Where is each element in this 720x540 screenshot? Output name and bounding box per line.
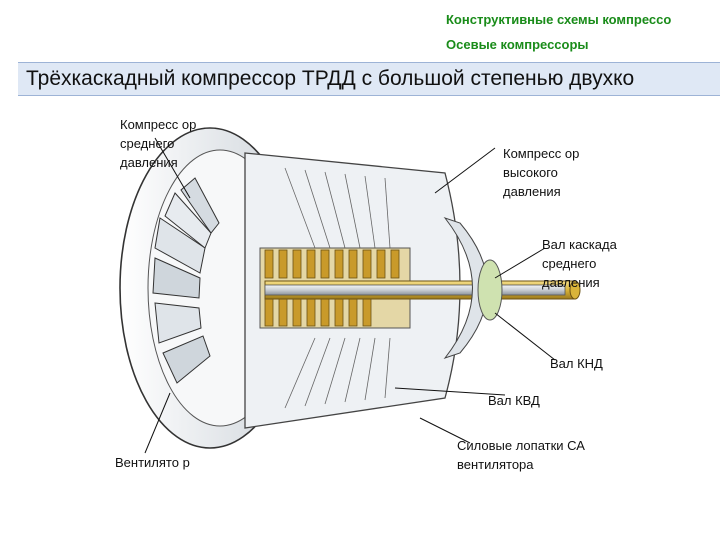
title-bar: Трёхкаскадный компрессор ТРДД с большой … [18,62,720,96]
engine-illustration [119,127,581,454]
rear-cone [443,216,488,360]
leader-lines [144,137,556,454]
label-fan: Вентилято р [115,455,190,470]
header-line-2: Осевые компрессоры [446,37,589,52]
shaft-end [569,280,581,300]
label-shaft-lp: Вал КНД [550,356,603,371]
shaft-lp [264,284,566,296]
label-shaft-mid: Вал каскада среднего давления [542,237,617,290]
rear-hub [477,259,503,321]
stator-vanes [284,167,391,409]
label-shaft-hp: Вал КВД [488,393,540,408]
fan-blades [152,177,220,384]
label-compressor-high: Компресс ор высокого давления [503,146,580,199]
label-compressor-mid: Компресс ор среднего давления [120,117,197,170]
label-power-blades: Силовые лопатки СА вентилятора [457,438,585,472]
slide-title: Трёхкаскадный компрессор ТРДД с большой … [26,67,635,90]
header-line-1: Конструктивные схемы компрессо [446,12,672,27]
